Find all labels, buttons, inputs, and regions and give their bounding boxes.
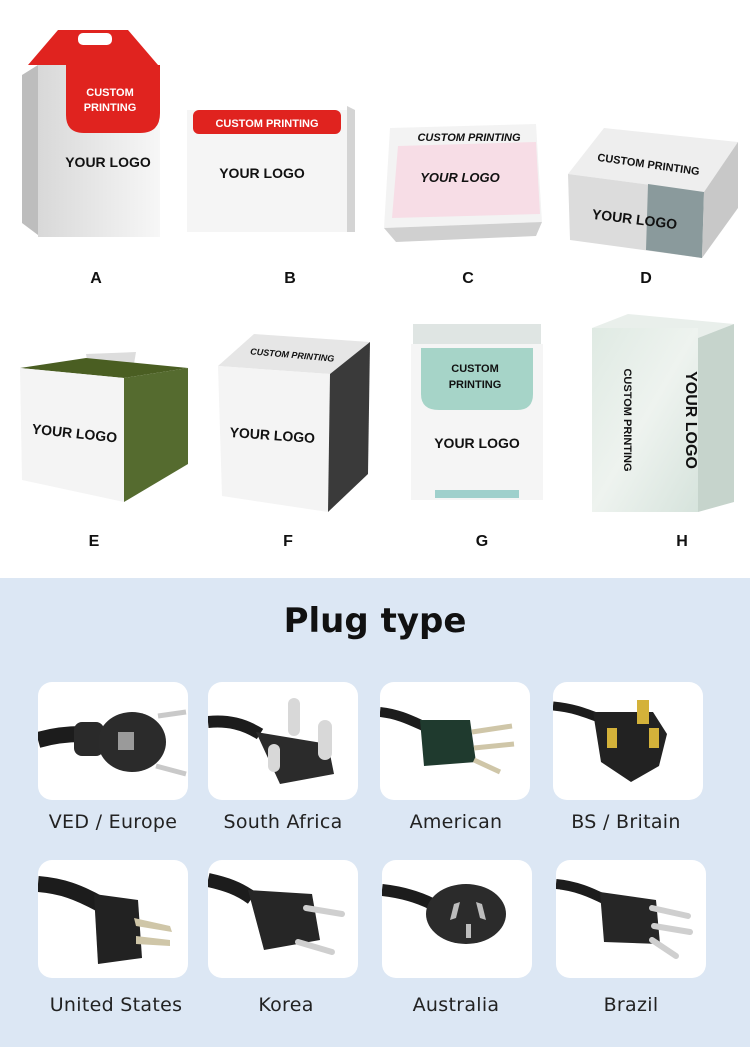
plug-label-korea: Korea [258, 994, 314, 1016]
box-a-logo: YOUR LOGO [65, 154, 151, 170]
plug-card-europe [38, 682, 188, 800]
box-g-image: CUSTOM PRINTING YOUR LOGO [411, 324, 543, 500]
box-f-image: CUSTOM PRINTING YOUR LOGO [218, 334, 370, 512]
box-d-image: CUSTOM PRINTING YOUR LOGO [568, 128, 738, 258]
box-a-letter: A [90, 270, 102, 287]
brazil-plug-icon [556, 879, 693, 959]
box-h-printing: CUSTOM PRINTING [621, 368, 633, 471]
box-b-image: CUSTOM PRINTING YOUR LOGO [187, 106, 355, 232]
box-b-logo: YOUR LOGO [219, 165, 305, 181]
plug-card-south-africa [208, 682, 358, 800]
plug-label-europe: VED / Europe [48, 811, 178, 833]
box-e-image: YOUR LOGO [20, 352, 188, 502]
box-g-printing-2: PRINTING [449, 379, 502, 391]
box-f-letter: F [283, 533, 293, 550]
plug-card-australia [382, 860, 532, 978]
us-plug-icon [38, 876, 172, 964]
plug-label-us: United States [49, 994, 183, 1016]
plug-label-american: American [409, 811, 503, 833]
box-h-image: CUSTOM PRINTING YOUR LOGO [592, 314, 734, 512]
box-b-letter: B [284, 270, 296, 287]
plug-label-australia: Australia [412, 994, 500, 1016]
box-a-image: CUSTOM PRINTING YOUR LOGO [22, 30, 160, 237]
box-g-printing: CUSTOM [451, 363, 498, 375]
box-g-logo: YOUR LOGO [434, 435, 520, 451]
europe-plug-icon [38, 709, 187, 777]
box-g-letter: G [475, 533, 489, 550]
plug-label-south-africa: South Africa [223, 811, 343, 833]
box-c-logo: YOUR LOGO [420, 170, 499, 185]
box-a-printing-2: PRINTING [84, 102, 137, 114]
box-d-letter: D [640, 270, 652, 287]
plug-card-us [38, 860, 188, 978]
box-b-printing: CUSTOM PRINTING [215, 118, 318, 130]
plug-label-brazil: Brazil [603, 994, 659, 1016]
box-h-logo: YOUR LOGO [682, 371, 699, 469]
britain-plug-icon [553, 700, 667, 782]
box-f-logo: YOUR LOGO [229, 424, 316, 446]
plug-card-brazil [556, 860, 706, 978]
plug-card-britain [553, 682, 703, 800]
box-c-printing: CUSTOM PRINTING [417, 132, 521, 144]
south-africa-plug-icon [208, 698, 334, 784]
box-a-printing: CUSTOM [86, 87, 133, 99]
box-gallery: CUSTOM PRINTING YOUR LOGO A CUSTOM PRINT… [20, 30, 738, 550]
box-e-letter: E [88, 533, 100, 550]
american-plug-icon [380, 707, 515, 775]
box-h-letter: H [676, 533, 688, 550]
box-c-image: CUSTOM PRINTING YOUR LOGO [384, 124, 542, 242]
plug-section-title: Plug type [283, 601, 467, 641]
australia-plug-icon [382, 884, 506, 944]
plug-card-korea [208, 860, 358, 978]
plug-card-american [380, 682, 530, 800]
korea-plug-icon [208, 873, 345, 955]
plug-label-britain: BS / Britain [571, 811, 681, 833]
box-c-letter: C [462, 270, 474, 287]
